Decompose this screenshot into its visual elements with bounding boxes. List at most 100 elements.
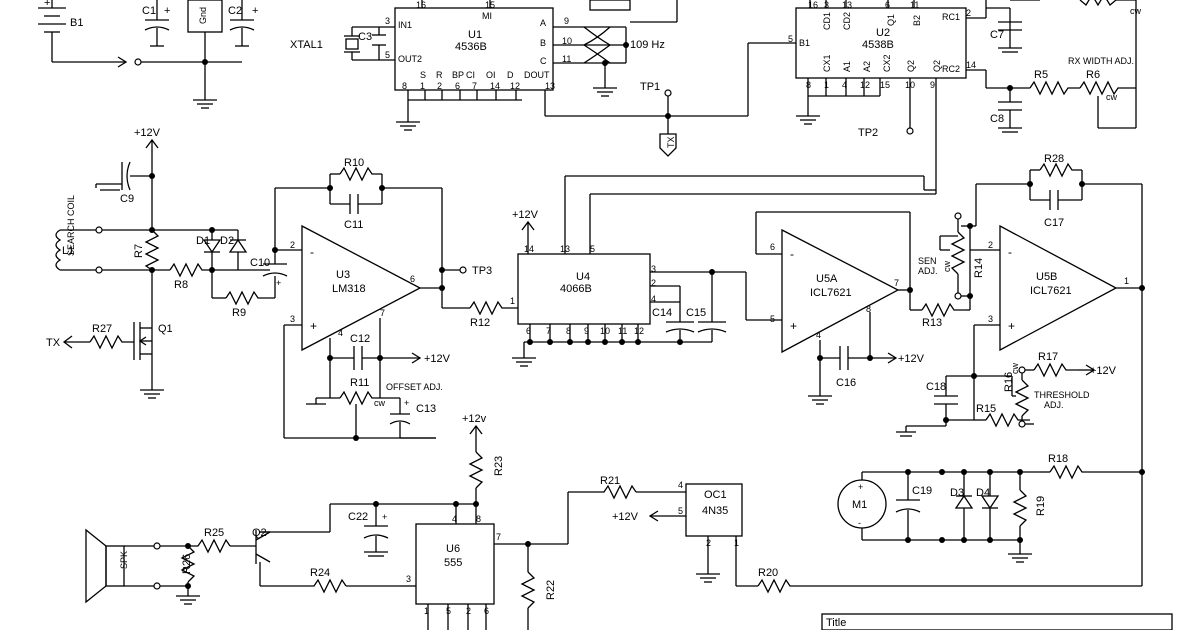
svg-text:CI: CI — [466, 70, 475, 80]
svg-text:Q2: Q2 — [932, 60, 942, 72]
mosfet-q1: TX R27 Q1 — [46, 322, 173, 399]
label-c19: C19 — [912, 485, 932, 497]
label-gnd: Gnd — [198, 7, 208, 24]
svg-text:+12V: +12V — [1090, 365, 1117, 377]
label-c18: C18 — [926, 381, 946, 393]
label-tp3: TP3 — [472, 265, 492, 277]
label-c8: C8 — [990, 113, 1004, 125]
svg-text:cw: cw — [942, 261, 952, 273]
resistor-r7: R7 — [133, 229, 160, 380]
svg-text:B: B — [540, 38, 546, 48]
svg-text:4: 4 — [452, 514, 457, 524]
svg-text:4: 4 — [678, 480, 683, 490]
label-threshold: THRESHOLD — [1034, 390, 1090, 400]
label-rx-width-adj: RX WIDTH ADJ. — [1068, 56, 1134, 66]
label-r23: R23 — [493, 456, 505, 476]
label-c7: C7 — [990, 29, 1004, 41]
svg-text:Q2: Q2 — [906, 60, 916, 72]
svg-text:BP: BP — [452, 70, 464, 80]
motor-m1: M1 + - C19 D3 D4 R19 R18 — [837, 453, 1145, 563]
opamp-u5a: - + U5A ICL7621 6 5 4 7 8 R13 +12V C16 — [755, 211, 966, 405]
label-c15: C15 — [686, 307, 706, 319]
label-r11: R11 — [350, 377, 369, 389]
svg-text:11: 11 — [618, 326, 627, 336]
label-u5a: U5A — [816, 273, 838, 285]
speaker-spk: SPK — [85, 528, 161, 604]
svg-text:16: 16 — [416, 0, 426, 10]
svg-text:Q1: Q1 — [886, 14, 896, 26]
svg-text:4: 4 — [842, 80, 847, 90]
label-u5a-type: ICL7621 — [810, 287, 852, 299]
svg-text:7: 7 — [546, 326, 551, 336]
svg-text:+: + — [404, 398, 409, 408]
svg-text:B1: B1 — [799, 38, 810, 48]
svg-text:16: 16 — [808, 0, 818, 10]
battery-b1: B1 + — [38, 0, 142, 68]
label-u6-type: 555 — [444, 557, 462, 569]
svg-text:9: 9 — [930, 80, 935, 90]
regulator-gnd: Gnd — [187, 0, 223, 109]
svg-text:-: - — [858, 518, 861, 528]
label-r25: R25 — [204, 527, 224, 539]
svg-text:+12V: +12V — [512, 209, 539, 221]
label-c9: C9 — [120, 193, 134, 205]
diodes-d1-d2: D1 D2 — [152, 227, 270, 273]
svg-text:+: + — [382, 512, 387, 522]
svg-text:2: 2 — [966, 8, 971, 18]
svg-text:DOUT: DOUT — [524, 70, 550, 80]
label-q2: Q2 — [252, 527, 267, 539]
svg-text:-: - — [1008, 245, 1012, 259]
label-r9: R9 — [232, 307, 246, 319]
label-c11: C11 — [344, 219, 363, 231]
label-c12: C12 — [350, 333, 370, 345]
capacitor-c10: C10 + — [250, 188, 302, 288]
svg-text:6: 6 — [410, 274, 415, 284]
svg-text:4: 4 — [651, 294, 656, 304]
label-r20: R20 — [758, 567, 778, 579]
ic-u6: U6 555 4 8 7 3 1 5 2 6 +12v R23 C22 + R2… — [260, 413, 568, 630]
crystal-xtal1: XTAL1 C3 — [290, 26, 395, 61]
capacitor-c2: C2 + — [228, 0, 258, 47]
svg-text:2: 2 — [988, 240, 993, 250]
svg-text:RC2: RC2 — [942, 64, 960, 74]
svg-text:8: 8 — [866, 304, 871, 314]
svg-text:5: 5 — [770, 314, 775, 324]
svg-text:3: 3 — [651, 264, 656, 274]
label-c16: C16 — [836, 377, 856, 389]
svg-text:13: 13 — [545, 81, 555, 91]
svg-text:8: 8 — [476, 514, 481, 524]
label-u3: U3 — [336, 269, 350, 281]
svg-text:7: 7 — [894, 278, 899, 288]
svg-text:7: 7 — [472, 81, 477, 91]
svg-text:12: 12 — [634, 326, 644, 336]
label-r13: R13 — [922, 317, 942, 329]
resistor-r9: R9 — [211, 270, 276, 319]
sen-adj-r14: SEN ADJ. cw R14 — [918, 184, 1000, 311]
label-offset-adj: OFFSET ADJ. — [386, 382, 443, 392]
label-d1: D1 — [196, 235, 210, 247]
svg-text:+12V: +12V — [424, 353, 451, 365]
label-c2: C2 — [228, 5, 242, 17]
label-spk: SPK — [119, 551, 129, 569]
label-sen: SEN — [918, 256, 937, 266]
svg-text:+12V: +12V — [898, 353, 925, 365]
label-c10: C10 — [250, 257, 270, 269]
svg-text:13: 13 — [842, 0, 852, 10]
label-tp1: TP1 — [640, 81, 660, 93]
label-r15: R15 — [976, 403, 996, 415]
label-xtal1: XTAL1 — [290, 39, 323, 51]
opamp-u5b: - + U5B ICL7621 2 3 1 R28 C17 — [973, 153, 1145, 586]
label-r7: R7 — [133, 244, 145, 258]
svg-text:3: 3 — [385, 16, 390, 26]
transistor-q2: Q2 R25 R26 — [160, 527, 271, 605]
svg-text:3: 3 — [406, 574, 411, 584]
svg-text:5: 5 — [590, 244, 595, 254]
svg-text:11: 11 — [910, 0, 919, 10]
svg-text:2: 2 — [651, 278, 656, 288]
label-tx-arrow: TX — [666, 136, 676, 148]
label-tp2: TP2 — [858, 127, 878, 139]
ic-u1: U1 4536B 16 15 MI 3 IN1 5 OUT2 A B C 9 1… — [385, 0, 572, 91]
svg-text:cw: cw — [374, 398, 386, 408]
svg-text:D: D — [507, 70, 514, 80]
